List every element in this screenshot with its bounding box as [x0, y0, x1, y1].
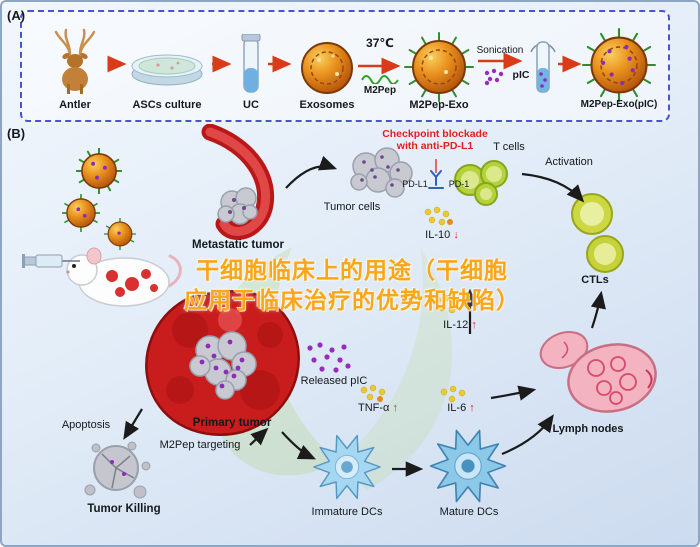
petri-dish-icon — [131, 54, 203, 86]
nanoparticle-icon — [104, 218, 136, 250]
il10-text: IL-10 — [425, 229, 451, 241]
lymph-nodes-icon — [539, 331, 657, 413]
checkpoint-line1: Checkpoint blockade — [382, 128, 488, 140]
activation-label: Activation — [545, 156, 593, 168]
pic-label: pIC — [512, 69, 530, 81]
watermark-line2: 应用于临床治疗的优势和缺陷） — [184, 286, 520, 313]
m2pep-targeting-label: M2Pep targeting — [159, 439, 241, 451]
tnf-alpha-label: TNF-α ↑ — [346, 402, 410, 415]
watermark-line1: 干细胞临床上的用途（干细胞 — [196, 257, 508, 283]
il12-text: IL-12 — [443, 319, 469, 331]
il10-label: IL-10 ↓ — [412, 229, 472, 242]
temp-label: 37℃ — [366, 36, 394, 50]
uc-label: UC — [243, 99, 259, 111]
panel-a-label: (A) — [7, 8, 26, 23]
metastatic-tumor-label: Metastatic tumor — [191, 239, 285, 251]
t-cells-label: T cells — [493, 141, 525, 153]
up-arrow-icon: ↑ — [471, 319, 477, 331]
ctl-cells-icon — [571, 193, 624, 273]
down-arrow-icon: ↓ — [453, 229, 459, 241]
checkpoint-line2: with anti-PD-L1 — [396, 140, 474, 153]
watermark-text: 干细胞临床上的用途（干细胞 应用于临床治疗的优势和缺陷） — [137, 256, 567, 316]
il6-text: IL-6 — [447, 402, 467, 414]
m2pep-exo-label: M2Pep-Exo — [409, 99, 469, 111]
up-arrow-icon: ↑ — [392, 402, 398, 414]
antler-deer-icon — [54, 28, 96, 94]
pd-1-label: PD-1 — [448, 179, 470, 189]
blood-vessel-metastasis-icon — [201, 124, 274, 240]
centrifuge-tube-icon — [241, 34, 261, 93]
lymph-nodes-label: Lymph nodes — [552, 423, 624, 435]
pic-dots-icon — [484, 68, 504, 86]
cytokine-dots-icon — [360, 384, 386, 402]
il12-label: IL-12 ↑ — [430, 319, 490, 332]
ascs-culture-label: ASCs culture — [132, 99, 202, 111]
m2pep-exo-pic-label: M2Pep-Exo(pIC) — [580, 99, 658, 110]
panel-b-label: (B) — [7, 126, 26, 141]
m2pep-exo-pic-icon — [582, 28, 656, 102]
antler-label: Antler — [59, 99, 91, 111]
mature-dcs-label: Mature DCs — [439, 506, 499, 518]
m2pep-label: M2Pep — [363, 85, 397, 96]
ctls-label: CTLs — [581, 274, 609, 286]
nanoparticle-icon — [62, 194, 100, 232]
tumor-cells-label: Tumor cells — [323, 201, 381, 213]
syringe-icon — [22, 254, 80, 268]
cytokine-dots-icon — [440, 385, 466, 403]
t-cells-icon — [454, 160, 508, 206]
immature-dcs-label: Immature DCs — [311, 506, 383, 518]
primary-tumor-icon — [145, 289, 300, 436]
released-pic-dots-icon — [307, 342, 351, 373]
primary-tumor-label: Primary tumor — [192, 417, 272, 429]
m2pep-exo-icon — [404, 32, 474, 102]
sonication-label: Sonication — [476, 45, 524, 56]
released-pic-label: Released pIC — [300, 375, 368, 387]
apoptosis-label: Apoptosis — [61, 419, 111, 431]
cytokine-dots-icon — [424, 206, 453, 226]
up-arrow-icon: ↑ — [469, 402, 475, 414]
exosomes-label: Exosomes — [299, 99, 355, 111]
tumor-killing-label: Tumor Killing — [87, 503, 161, 515]
tumor-cells-icon — [350, 147, 413, 198]
nanoparticle-icon — [76, 148, 122, 194]
checkpoint-blockade-label: Checkpoint blockade with anti-PD-L1 — [368, 128, 502, 153]
sonication-tube-icon — [530, 41, 556, 93]
il6-label: IL-6 ↑ — [434, 402, 488, 415]
immature-dc-icon — [313, 434, 381, 500]
m2pep-peptide-icon — [361, 75, 399, 84]
tnf-text: TNF-α — [358, 402, 390, 414]
tumor-killing-icon — [84, 441, 151, 499]
mature-dc-icon — [429, 429, 507, 503]
cytokine-dots-icon — [434, 294, 460, 314]
exosome-icon — [301, 42, 353, 94]
mouse-icon — [66, 247, 182, 307]
pd-l1-label: PD-L1 — [402, 179, 428, 189]
